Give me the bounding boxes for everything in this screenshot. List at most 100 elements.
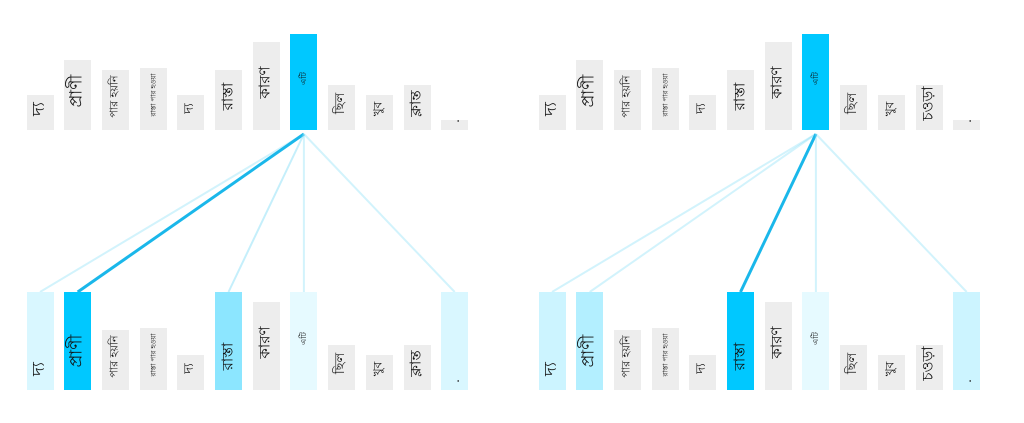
token-background — [328, 85, 356, 130]
top-token: ছিল — [328, 34, 356, 130]
token-background — [139, 328, 167, 390]
bottom-token: প্রাণী — [576, 292, 604, 390]
attention-line — [303, 133, 456, 293]
token-text: দ্য — [541, 101, 561, 116]
token-text: রাস্তা পার হওয়া — [149, 333, 158, 377]
attention-highlight — [727, 292, 754, 390]
token-text: ছিল — [333, 92, 349, 115]
token-text: . — [447, 119, 462, 123]
top-token: ছিল — [840, 34, 868, 130]
attention-line — [551, 133, 817, 293]
top-token: রাস্তা পার হওয়া — [139, 34, 167, 130]
attention-panel-left: দ্য প্রাণী পার হয়নি রাস্তা পার হওয়া দ্য রাস… — [26, 34, 469, 390]
attention-highlight — [802, 292, 830, 390]
attention-highlight — [64, 292, 92, 390]
top-token: . — [953, 34, 981, 130]
bottom-token: রাস্তা পার হওয়া — [139, 292, 167, 390]
top-token: . — [441, 34, 469, 130]
bottom-token: পার হয়নি — [101, 292, 129, 390]
bottom-token: দ্য — [26, 292, 54, 390]
token-text: ক্লান্ত — [406, 350, 425, 377]
token-background — [689, 95, 717, 130]
token-background — [877, 355, 905, 390]
token-background — [877, 95, 905, 130]
top-token: এটি — [802, 34, 830, 130]
bottom-token: কারণ — [764, 292, 792, 390]
attention-line — [589, 133, 817, 293]
token-background — [215, 70, 242, 130]
bottom-token: রাস্তা পার হওয়া — [651, 292, 679, 390]
token-background — [613, 70, 641, 130]
token-text: ছিল — [333, 352, 349, 375]
token-text: কারণ — [767, 65, 786, 99]
top-token: পার হয়নি — [101, 34, 129, 130]
token-background — [101, 70, 129, 130]
attention-line — [39, 133, 305, 293]
token-text: খুব — [882, 361, 897, 376]
attention-line — [815, 133, 968, 293]
token-text: খুব — [370, 361, 385, 376]
attention-line — [227, 133, 305, 293]
token-background — [177, 355, 205, 390]
token-text: . — [959, 119, 974, 123]
top-token: দ্য — [177, 34, 205, 130]
token-text: রাস্তা — [730, 82, 748, 110]
token-background — [651, 328, 679, 390]
bottom-token: দ্য — [177, 292, 205, 390]
token-background — [613, 330, 641, 390]
top-token: প্রাণী — [64, 34, 92, 130]
bottom-token: ক্লান্ত — [403, 292, 431, 390]
token-background — [252, 302, 280, 390]
token-text: দ্য — [182, 363, 198, 374]
token-text: প্রাণী — [66, 334, 87, 368]
bottom-token: ছিল — [840, 292, 868, 390]
token-text: রাস্তা পার হওয়া — [149, 73, 158, 117]
token-background — [252, 42, 280, 130]
token-text: এটি — [298, 72, 308, 85]
token-text: প্রাণী — [578, 74, 599, 108]
token-text: চওড়া — [918, 346, 937, 381]
attention-panel-right: দ্য প্রাণী পার হয়নি রাস্তা পার হওয়া দ্য রাস… — [512, 0, 1024, 423]
token-background — [365, 95, 393, 130]
token-text: প্রাণী — [578, 334, 599, 368]
bottom-token: . — [441, 292, 469, 390]
bottom-token: দ্য — [689, 292, 717, 390]
token-text: রাস্তা পার হওয়া — [661, 73, 670, 117]
token-text: কারণ — [255, 65, 274, 99]
attention-line — [76, 132, 305, 294]
token-background — [727, 70, 754, 130]
bottom-token: . — [953, 292, 981, 390]
token-background — [441, 120, 469, 130]
attention-highlight — [802, 34, 830, 130]
token-background — [365, 355, 393, 390]
attention-highlight — [953, 292, 981, 390]
token-text: . — [447, 379, 462, 383]
token-text: পার হয়নি — [107, 74, 121, 118]
token-text: প্রাণী — [66, 74, 87, 108]
token-text: ছিল — [845, 352, 861, 375]
bottom-token: দ্য — [538, 292, 566, 390]
token-background — [764, 42, 792, 130]
token-text: এটি — [810, 332, 820, 345]
token-text: চওড়া — [918, 86, 937, 121]
token-text: এটি — [810, 72, 820, 85]
attention-highlight — [290, 34, 318, 130]
top-token: রাস্তা পার হওয়া — [651, 34, 679, 130]
top-token: এটি — [290, 34, 318, 130]
token-background — [26, 95, 54, 130]
token-background — [328, 345, 356, 390]
token-background — [139, 68, 167, 130]
token-background — [64, 60, 92, 130]
token-text: পার হয়নি — [619, 74, 633, 118]
top-token: দ্য — [538, 34, 566, 130]
attention-highlight — [576, 292, 604, 390]
top-token: চওড়া — [915, 34, 943, 130]
bottom-token: চওড়া — [915, 292, 943, 390]
token-background — [177, 95, 205, 130]
attention-lines-right — [551, 133, 968, 293]
token-background — [101, 330, 129, 390]
token-text: খুব — [882, 101, 897, 116]
token-background — [403, 345, 431, 390]
token-text: খুব — [370, 101, 385, 116]
top-token: খুব — [365, 34, 393, 130]
